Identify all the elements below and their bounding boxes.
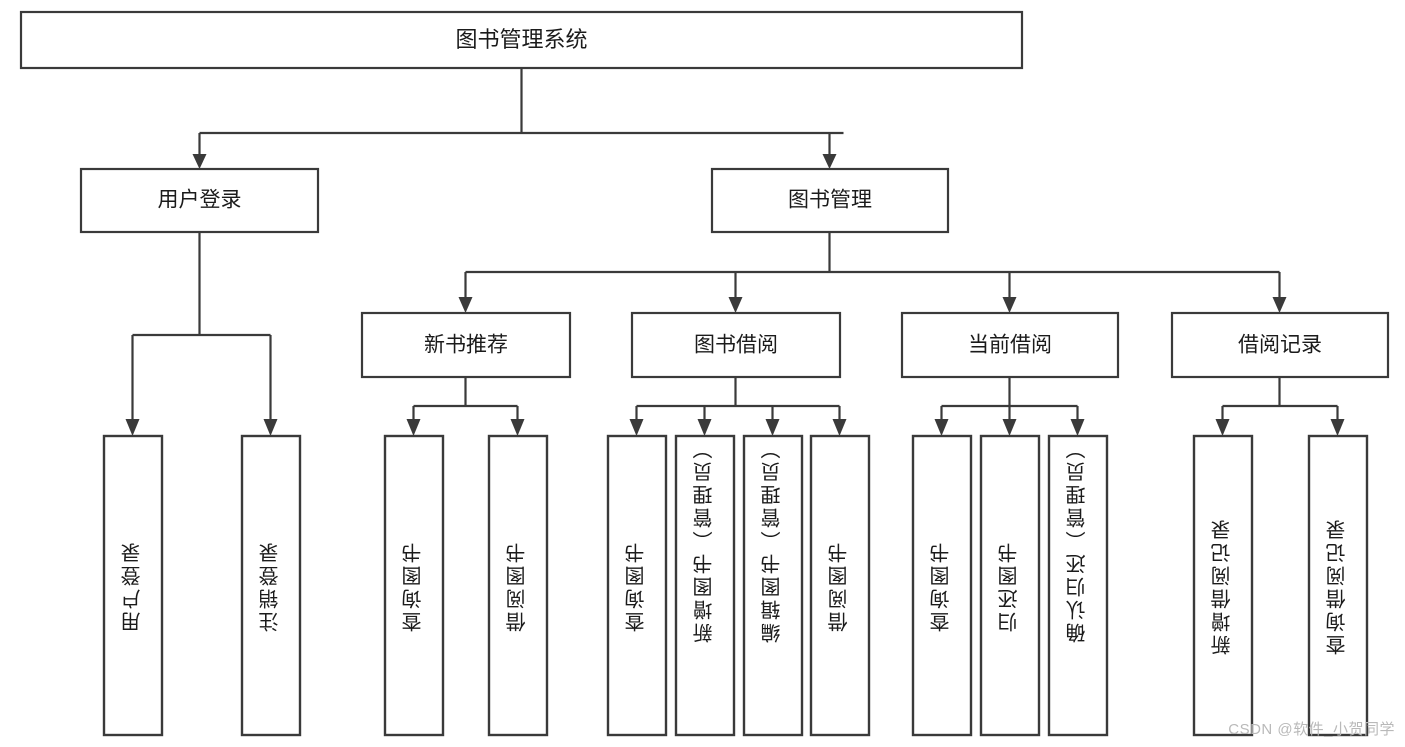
arrow-head-leaf-add-record bbox=[1215, 419, 1230, 436]
node-current-borrow-box[interactable] bbox=[900, 311, 1120, 379]
arrow-head-leaf-query-book-3 bbox=[934, 419, 949, 436]
node-root[interactable]: 图书管理系统 bbox=[19, 10, 1024, 70]
node-new-book-recommend-label: 新书推荐 bbox=[424, 334, 508, 357]
leaf-add-record-box[interactable] bbox=[1192, 434, 1254, 737]
leaf-query-record-box[interactable] bbox=[1307, 434, 1369, 737]
node-user-login-box[interactable] bbox=[79, 167, 320, 234]
arrow-head-leaf-confirm-return bbox=[1070, 419, 1085, 436]
leaf-borrow-book-2-box[interactable] bbox=[809, 434, 871, 737]
node-book-manage-label: 图书管理 bbox=[788, 189, 872, 212]
leaf-user-logout-box[interactable] bbox=[240, 434, 302, 737]
node-borrow-record-box[interactable] bbox=[1170, 311, 1390, 379]
node-book-borrow-box[interactable] bbox=[630, 311, 842, 379]
node-borrow-record[interactable]: 借阅记录 bbox=[1170, 311, 1390, 379]
node-root-label: 图书管理系统 bbox=[455, 27, 587, 52]
leaf-confirm-return-box[interactable] bbox=[1047, 434, 1109, 737]
arrow-head-leaf-edit-book bbox=[765, 419, 780, 436]
node-root-box[interactable] bbox=[19, 10, 1024, 70]
node-book-manage[interactable]: 图书管理 bbox=[710, 167, 950, 234]
node-book-manage-box[interactable] bbox=[710, 167, 950, 234]
node-user-login-label: 用户登录 bbox=[158, 189, 242, 212]
arrow-head-user-login bbox=[192, 154, 207, 169]
leaf-edit-book-box[interactable] bbox=[742, 434, 804, 737]
arrow-head-leaf-query-book-1 bbox=[406, 419, 421, 436]
arrow-head-current-borrow bbox=[1002, 297, 1017, 313]
arrow-head-book-borrow bbox=[728, 297, 743, 313]
node-new-book-recommend[interactable]: 新书推荐 bbox=[360, 311, 572, 379]
leaf-query-book-3-box[interactable] bbox=[911, 434, 973, 737]
node-book-borrow-label: 图书借阅 bbox=[694, 334, 778, 357]
leaf-add-book-box[interactable] bbox=[674, 434, 736, 737]
node-book-borrow[interactable]: 图书借阅 bbox=[630, 311, 842, 379]
node-current-borrow-label: 当前借阅 bbox=[968, 334, 1052, 357]
connector-layer bbox=[125, 68, 1345, 436]
arrow-head-new-book-recommend bbox=[458, 297, 473, 313]
leaf-query-book-1-box[interactable] bbox=[383, 434, 445, 737]
leaf-return-book-box[interactable] bbox=[979, 434, 1041, 737]
node-current-borrow[interactable]: 当前借阅 bbox=[900, 311, 1120, 379]
leaf-user-login-box[interactable] bbox=[102, 434, 164, 737]
leaf-query-book-2-box[interactable] bbox=[606, 434, 668, 737]
arrow-head-book-manage bbox=[822, 154, 837, 169]
arrow-head-leaf-user-logout bbox=[263, 419, 278, 436]
arrow-head-leaf-return-book bbox=[1002, 419, 1017, 436]
arrow-head-leaf-add-book bbox=[697, 419, 712, 436]
arrow-head-leaf-query-record bbox=[1330, 419, 1345, 436]
node-user-login[interactable]: 用户登录 bbox=[79, 167, 320, 234]
arrow-head-borrow-record bbox=[1272, 297, 1287, 313]
arrow-head-leaf-borrow-book-2 bbox=[832, 419, 847, 436]
node-borrow-record-label: 借阅记录 bbox=[1238, 334, 1322, 357]
arrow-head-leaf-query-book-2 bbox=[629, 419, 644, 436]
leaf-node-layer bbox=[102, 434, 1369, 737]
leaf-borrow-book-1-box[interactable] bbox=[487, 434, 549, 737]
arrow-head-leaf-borrow-book-1 bbox=[510, 419, 525, 436]
arrow-head-leaf-user-login bbox=[125, 419, 140, 436]
node-new-book-recommend-box[interactable] bbox=[360, 311, 572, 379]
